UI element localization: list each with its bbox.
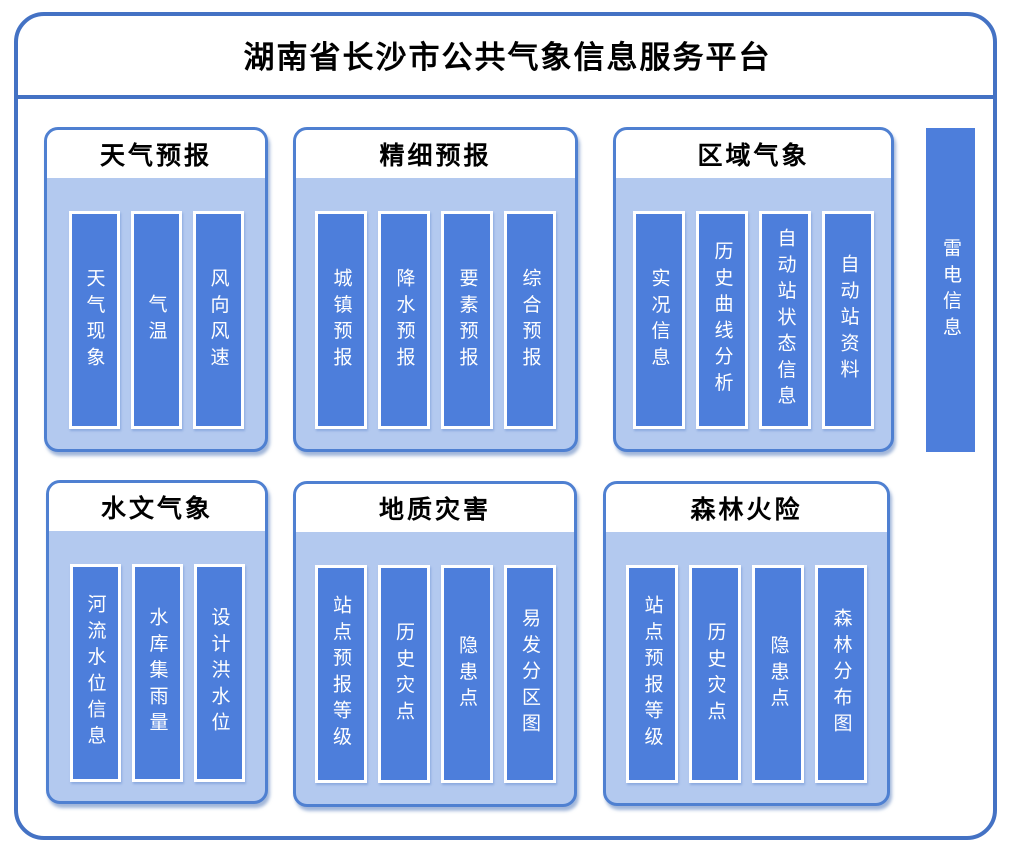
item-label: 水库集雨量 bbox=[146, 607, 169, 739]
panel-weather-forecast: 天气预报 天气现象 气温 风向风速 bbox=[44, 127, 268, 452]
item-bar: 天气现象 bbox=[68, 211, 120, 429]
item-bar: 水库集雨量 bbox=[131, 564, 183, 782]
panel-title: 水文气象 bbox=[49, 483, 265, 531]
panel-body: 天气现象 气温 风向风速 bbox=[47, 211, 265, 429]
panel-body: 实况信息 历史曲线分析 自动站状态信息 自动站资料 bbox=[616, 211, 891, 429]
item-bar: 历史灾点 bbox=[689, 565, 741, 783]
item-label: 易发分区图 bbox=[519, 608, 541, 740]
item-bar: 自动站资料 bbox=[822, 211, 874, 429]
item-bar: 隐患点 bbox=[752, 565, 804, 783]
panel-regional-meteorology: 区域气象 实况信息 历史曲线分析 自动站状态信息 自动站资料 bbox=[613, 127, 894, 452]
item-label: 河流水位信息 bbox=[84, 594, 107, 752]
item-label: 降水预报 bbox=[393, 267, 416, 373]
item-bar: 风向风速 bbox=[192, 211, 244, 429]
item-bar: 降水预报 bbox=[378, 211, 430, 429]
item-label: 要素预报 bbox=[456, 267, 479, 373]
panel-fine-forecast: 精细预报 城镇预报 降水预报 要素预报 综合预报 bbox=[293, 127, 578, 452]
item-label: 气温 bbox=[145, 293, 168, 347]
item-label: 实况信息 bbox=[648, 267, 671, 373]
item-bar: 森林分布图 bbox=[815, 565, 867, 783]
item-label: 历史灾点 bbox=[393, 621, 415, 727]
item-bar: 历史曲线分析 bbox=[696, 211, 748, 429]
item-bar: 城镇预报 bbox=[315, 211, 367, 429]
item-bar: 气温 bbox=[130, 211, 182, 429]
item-bar: 综合预报 bbox=[504, 211, 556, 429]
panel-title: 森林火险 bbox=[606, 484, 887, 532]
item-bar: 站点预报等级 bbox=[314, 565, 367, 783]
item-label: 风向风速 bbox=[207, 267, 230, 373]
panel-title: 天气预报 bbox=[47, 130, 265, 178]
item-label: 自动站资料 bbox=[837, 254, 860, 386]
title-separator-line bbox=[15, 95, 996, 99]
item-bar: 历史灾点 bbox=[377, 565, 430, 783]
item-label: 历史曲线分析 bbox=[711, 241, 734, 399]
item-bar: 站点预报等级 bbox=[626, 565, 678, 783]
panel-body: 站点预报等级 历史灾点 隐患点 易发分区图 bbox=[296, 565, 574, 783]
item-label: 天气现象 bbox=[83, 267, 106, 373]
item-bar: 自动站状态信息 bbox=[759, 211, 811, 429]
panel-body: 城镇预报 降水预报 要素预报 综合预报 bbox=[296, 211, 575, 429]
item-bar: 实况信息 bbox=[633, 211, 685, 429]
item-bar: 隐患点 bbox=[440, 565, 493, 783]
item-label: 站点预报等级 bbox=[641, 595, 664, 753]
item-bar: 设计洪水位 bbox=[193, 564, 245, 782]
item-label: 自动站状态信息 bbox=[774, 228, 797, 412]
panel-title: 精细预报 bbox=[296, 130, 575, 178]
item-bar: 易发分区图 bbox=[503, 565, 556, 783]
panel-title: 区域气象 bbox=[616, 130, 891, 178]
panel-title: 地质灾害 bbox=[296, 484, 574, 532]
panel-geological-disaster: 地质灾害 站点预报等级 历史灾点 隐患点 易发分区图 bbox=[293, 481, 577, 807]
panel-hydrological-meteorology: 水文气象 河流水位信息 水库集雨量 设计洪水位 bbox=[46, 480, 268, 804]
panel-forest-fire-risk: 森林火险 站点预报等级 历史灾点 隐患点 森林分布图 bbox=[603, 481, 890, 806]
item-label: 站点预报等级 bbox=[330, 595, 352, 753]
panel-body: 河流水位信息 水库集雨量 设计洪水位 bbox=[49, 564, 265, 782]
item-bar: 要素预报 bbox=[441, 211, 493, 429]
item-label: 隐患点 bbox=[767, 634, 790, 714]
item-label: 设计洪水位 bbox=[208, 607, 231, 739]
item-bar: 河流水位信息 bbox=[69, 564, 121, 782]
lightning-info-bar: 雷电信息 bbox=[926, 128, 975, 452]
item-label: 综合预报 bbox=[519, 267, 542, 373]
page-title: 湖南省长沙市公共气象信息服务平台 bbox=[243, 40, 772, 76]
item-label: 森林分布图 bbox=[830, 608, 853, 740]
item-label: 城镇预报 bbox=[330, 267, 353, 373]
panel-body: 站点预报等级 历史灾点 隐患点 森林分布图 bbox=[606, 565, 887, 783]
item-label: 雷电信息 bbox=[940, 237, 962, 343]
outer-frame bbox=[14, 12, 997, 840]
item-label: 隐患点 bbox=[456, 634, 478, 714]
item-label: 历史灾点 bbox=[704, 621, 727, 727]
